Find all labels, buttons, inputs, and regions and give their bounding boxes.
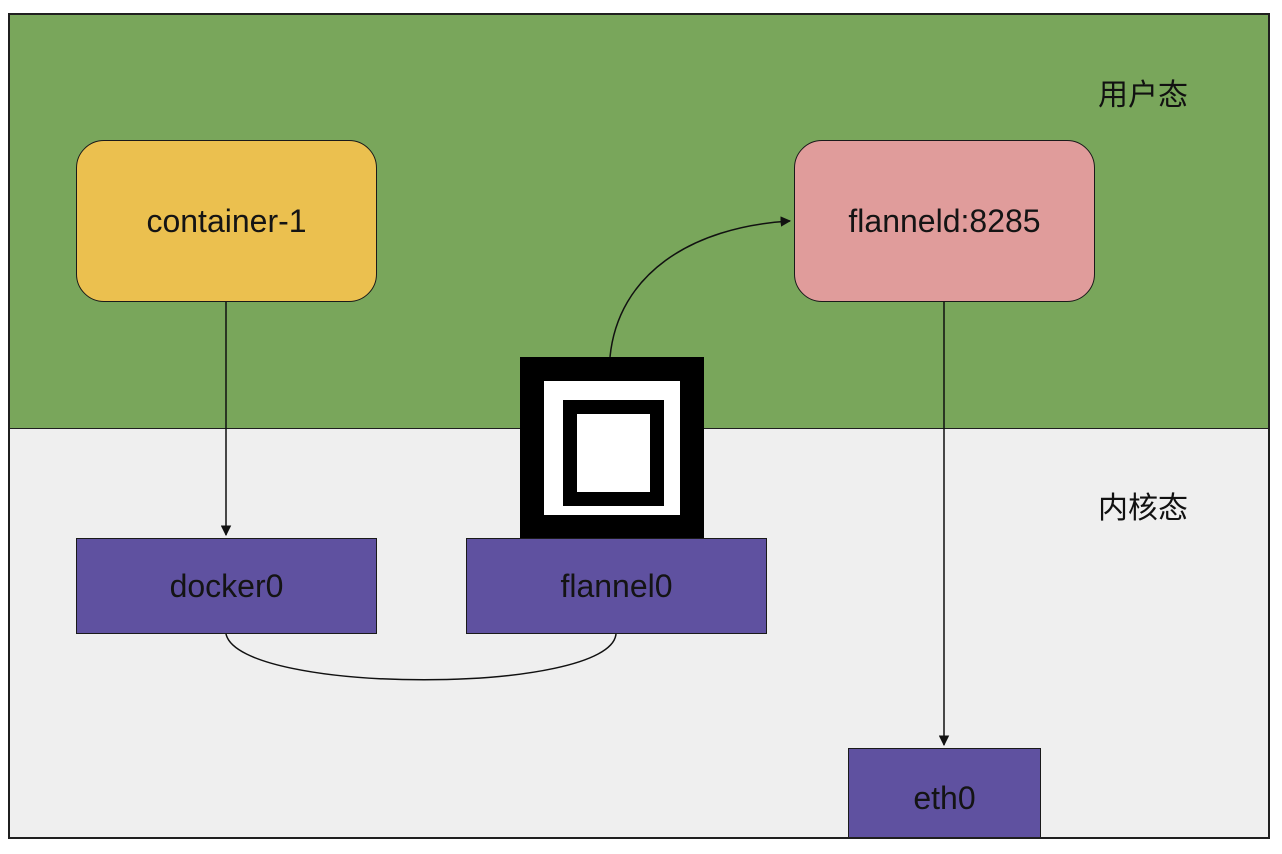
- container-1-label: container-1: [146, 202, 307, 239]
- user-space-label: 用户态: [1098, 78, 1188, 113]
- docker0-label: docker0: [169, 567, 284, 604]
- docker0-node: docker0: [76, 538, 377, 634]
- eth0-label: eth0: [913, 779, 976, 816]
- flanneld-label: flanneld:8285: [848, 202, 1041, 239]
- tun-to-flanneld-arrow: [609, 216, 792, 358]
- container-1-node: container-1: [76, 140, 377, 302]
- kernel-space-label: 内核态: [1098, 491, 1188, 526]
- connectors: [220, 216, 950, 747]
- flannel0-node: flannel0: [466, 538, 767, 634]
- flannel0-label: flannel0: [560, 567, 673, 604]
- flanneld-node: flanneld:8285: [794, 140, 1095, 302]
- docker0-flannel0-link: [225, 633, 617, 681]
- diagram-frame: 用户态 内核态 container-1 flanneld:8285 docker…: [8, 13, 1270, 839]
- tun-device-inner-icon: [563, 400, 664, 506]
- eth0-node: eth0: [848, 748, 1041, 837]
